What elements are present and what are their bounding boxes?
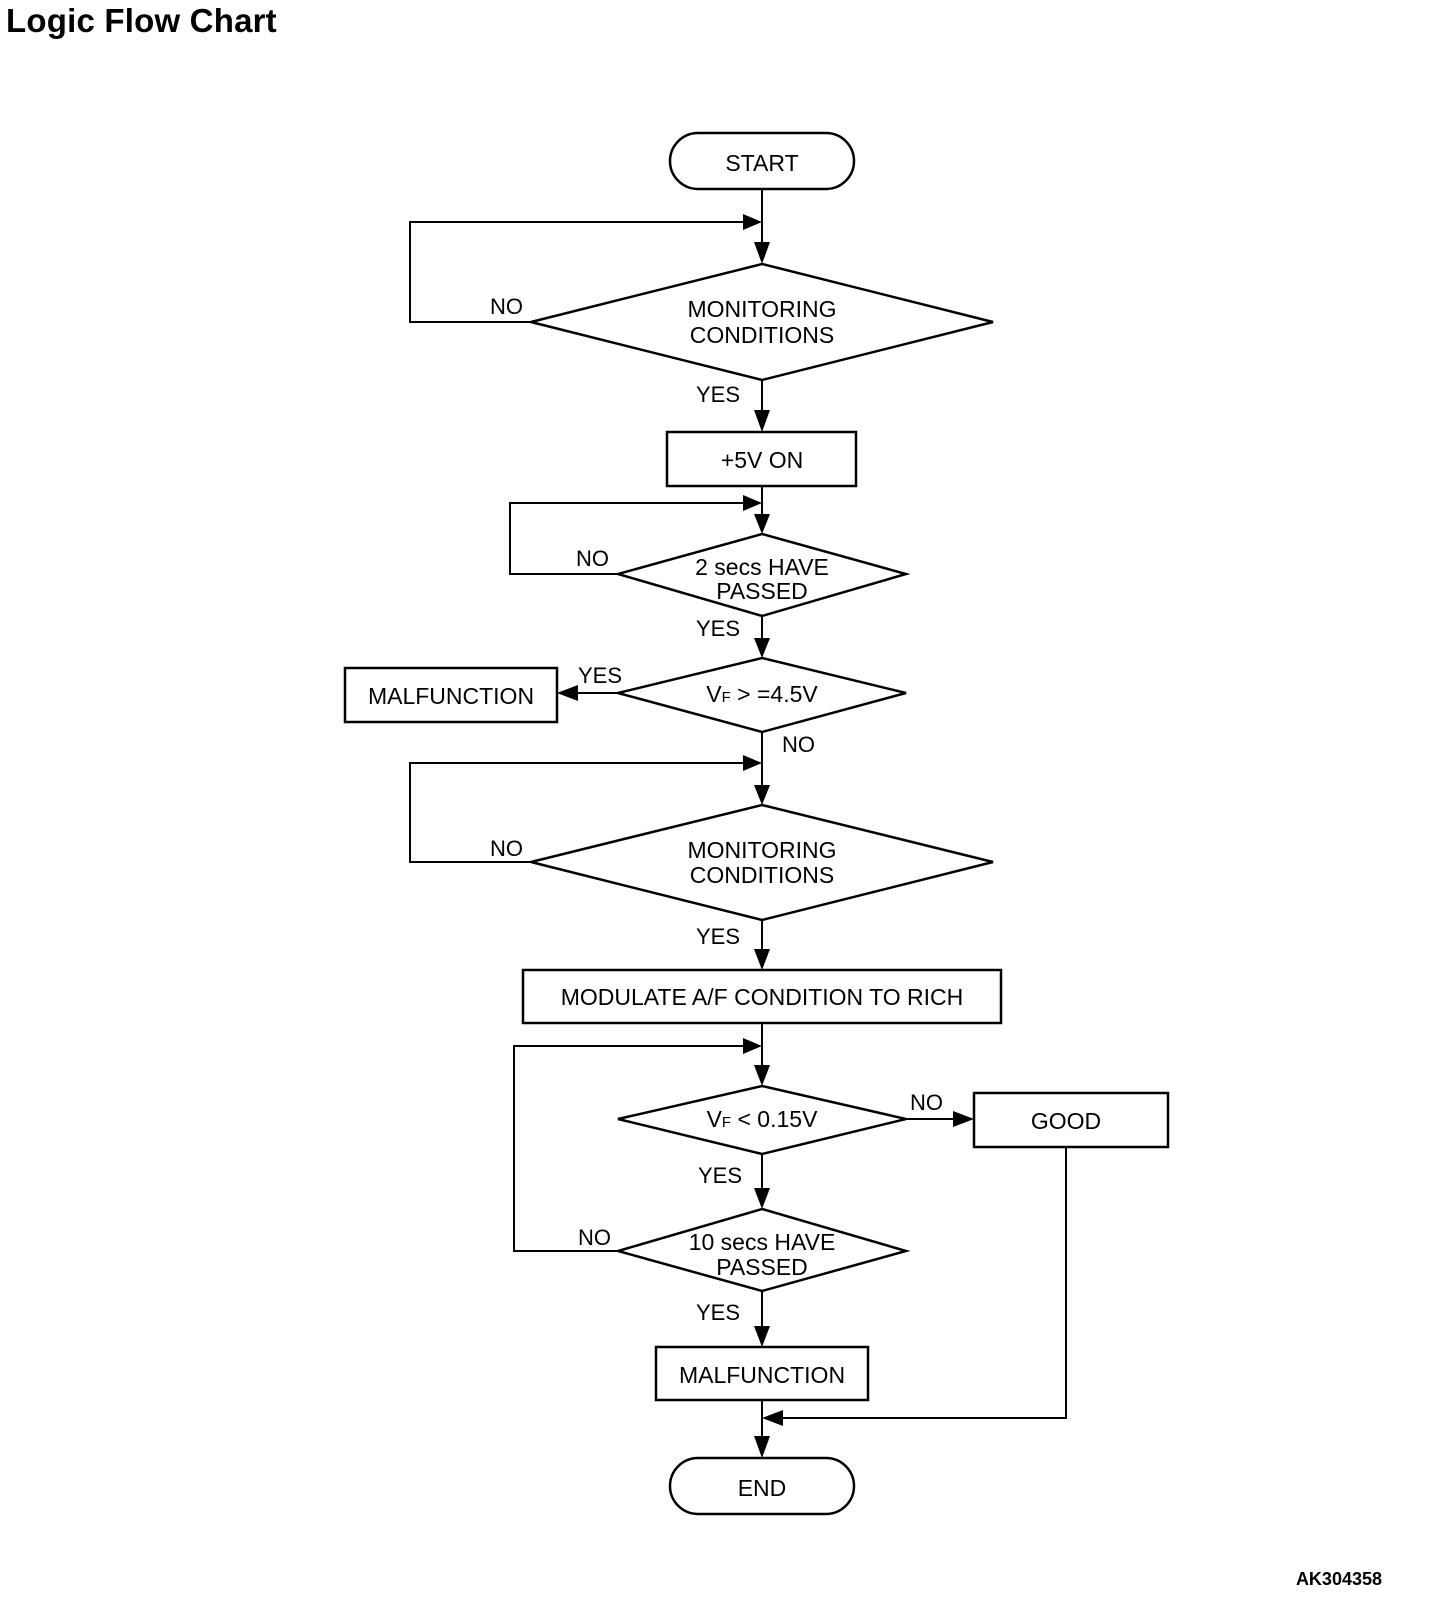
arrowhead — [754, 242, 770, 264]
decision-monitoring-1-line2: CONDITIONS — [690, 322, 834, 348]
arrowhead — [754, 949, 770, 970]
connector-twosecs-no-loop — [509, 502, 745, 575]
arrowhead — [743, 495, 762, 511]
arrowhead — [754, 1065, 770, 1086]
edge-label-monitoring2-no: NO — [490, 836, 523, 861]
arrowhead — [754, 410, 770, 432]
decision-monitoring-2-line1: MONITORING — [687, 837, 836, 863]
edge-labels: NO YES NO YES YES NO NO YES NO YES NO YE… — [490, 294, 943, 1325]
edge-label-twosecs-yes: YES — [696, 616, 740, 641]
node-end-label: END — [738, 1475, 787, 1501]
result-malfunction-1-label: MALFUNCTION — [368, 683, 534, 709]
decision-two-secs-line1: 2 secs HAVE — [695, 554, 829, 580]
connector-tensecs-no-loop — [513, 1045, 745, 1252]
process-modulate-af: MODULATE A/F CONDITION TO RICH — [521, 968, 1003, 1025]
edge-label-monitoring1-yes: YES — [696, 382, 740, 407]
edge-label-twosecs-no: NO — [576, 546, 609, 571]
edge-label-vflow-no: NO — [910, 1090, 943, 1115]
arrowhead — [754, 1188, 770, 1209]
reference-code: AK304358 — [1295, 1569, 1382, 1589]
decision-vf-low-label: VF < 0.15V — [707, 1106, 818, 1132]
connector-monitoring2-no-loop — [409, 762, 745, 863]
arrowhead — [762, 1410, 783, 1426]
decision-two-secs-line2: PASSED — [716, 578, 808, 604]
connector-monitoring1-no-loop — [409, 221, 745, 323]
arrowhead — [557, 685, 578, 701]
edge-label-monitoring1-no: NO — [490, 294, 523, 319]
decision-monitoring-conditions-2: MONITORING CONDITIONS — [530, 803, 994, 922]
decision-two-secs-passed: 2 secs HAVE PASSED — [613, 532, 911, 618]
arrowhead — [754, 638, 770, 658]
arrowhead — [743, 214, 762, 230]
edge-label-vfhigh-yes: YES — [578, 663, 622, 688]
result-good: GOOD — [972, 1091, 1170, 1149]
arrowhead — [743, 1038, 762, 1054]
node-end: END — [668, 1456, 856, 1516]
decision-monitoring-1-line1: MONITORING — [687, 296, 836, 322]
arrowhead — [754, 514, 770, 534]
decision-vf-high-label: VF > =4.5V — [706, 681, 818, 707]
result-malfunction-2-label: MALFUNCTION — [679, 1362, 845, 1388]
arrowhead — [754, 785, 770, 805]
node-start: START — [668, 131, 856, 191]
process-plus5v-label: +5V ON — [721, 447, 803, 473]
edge-label-vfhigh-no: NO — [782, 732, 815, 757]
connector-good-end — [780, 1147, 1067, 1419]
page-title: Logic Flow Chart — [6, 2, 277, 39]
node-start-label: START — [725, 150, 798, 176]
arrowhead — [953, 1111, 974, 1127]
decision-ten-secs-line2: PASSED — [716, 1254, 808, 1280]
result-malfunction-1: MALFUNCTION — [343, 666, 559, 724]
decision-vf-high: VF > =4.5V — [617, 656, 907, 734]
process-modulate-label: MODULATE A/F CONDITION TO RICH — [561, 984, 964, 1010]
decision-monitoring-conditions-1: MONITORING CONDITIONS — [530, 262, 994, 382]
process-plus5v-on: +5V ON — [665, 430, 858, 488]
result-good-label: GOOD — [1031, 1108, 1101, 1134]
arrowhead — [743, 755, 762, 771]
decision-vf-low: VF < 0.15V — [617, 1084, 907, 1156]
arrowhead — [754, 1326, 770, 1347]
edge-label-tensecs-yes: YES — [696, 1300, 740, 1325]
arrowheads — [557, 214, 974, 1458]
edge-label-monitoring2-yes: YES — [696, 924, 740, 949]
decision-ten-secs-line1: 10 secs HAVE — [689, 1229, 836, 1255]
result-malfunction-2: MALFUNCTION — [654, 1345, 870, 1402]
edge-label-tensecs-no: NO — [578, 1225, 611, 1250]
arrowhead — [754, 1436, 770, 1458]
decision-monitoring-2-line2: CONDITIONS — [690, 862, 834, 888]
decision-ten-secs-passed: 10 secs HAVE PASSED — [613, 1207, 911, 1293]
edge-label-vflow-yes: YES — [698, 1163, 742, 1188]
